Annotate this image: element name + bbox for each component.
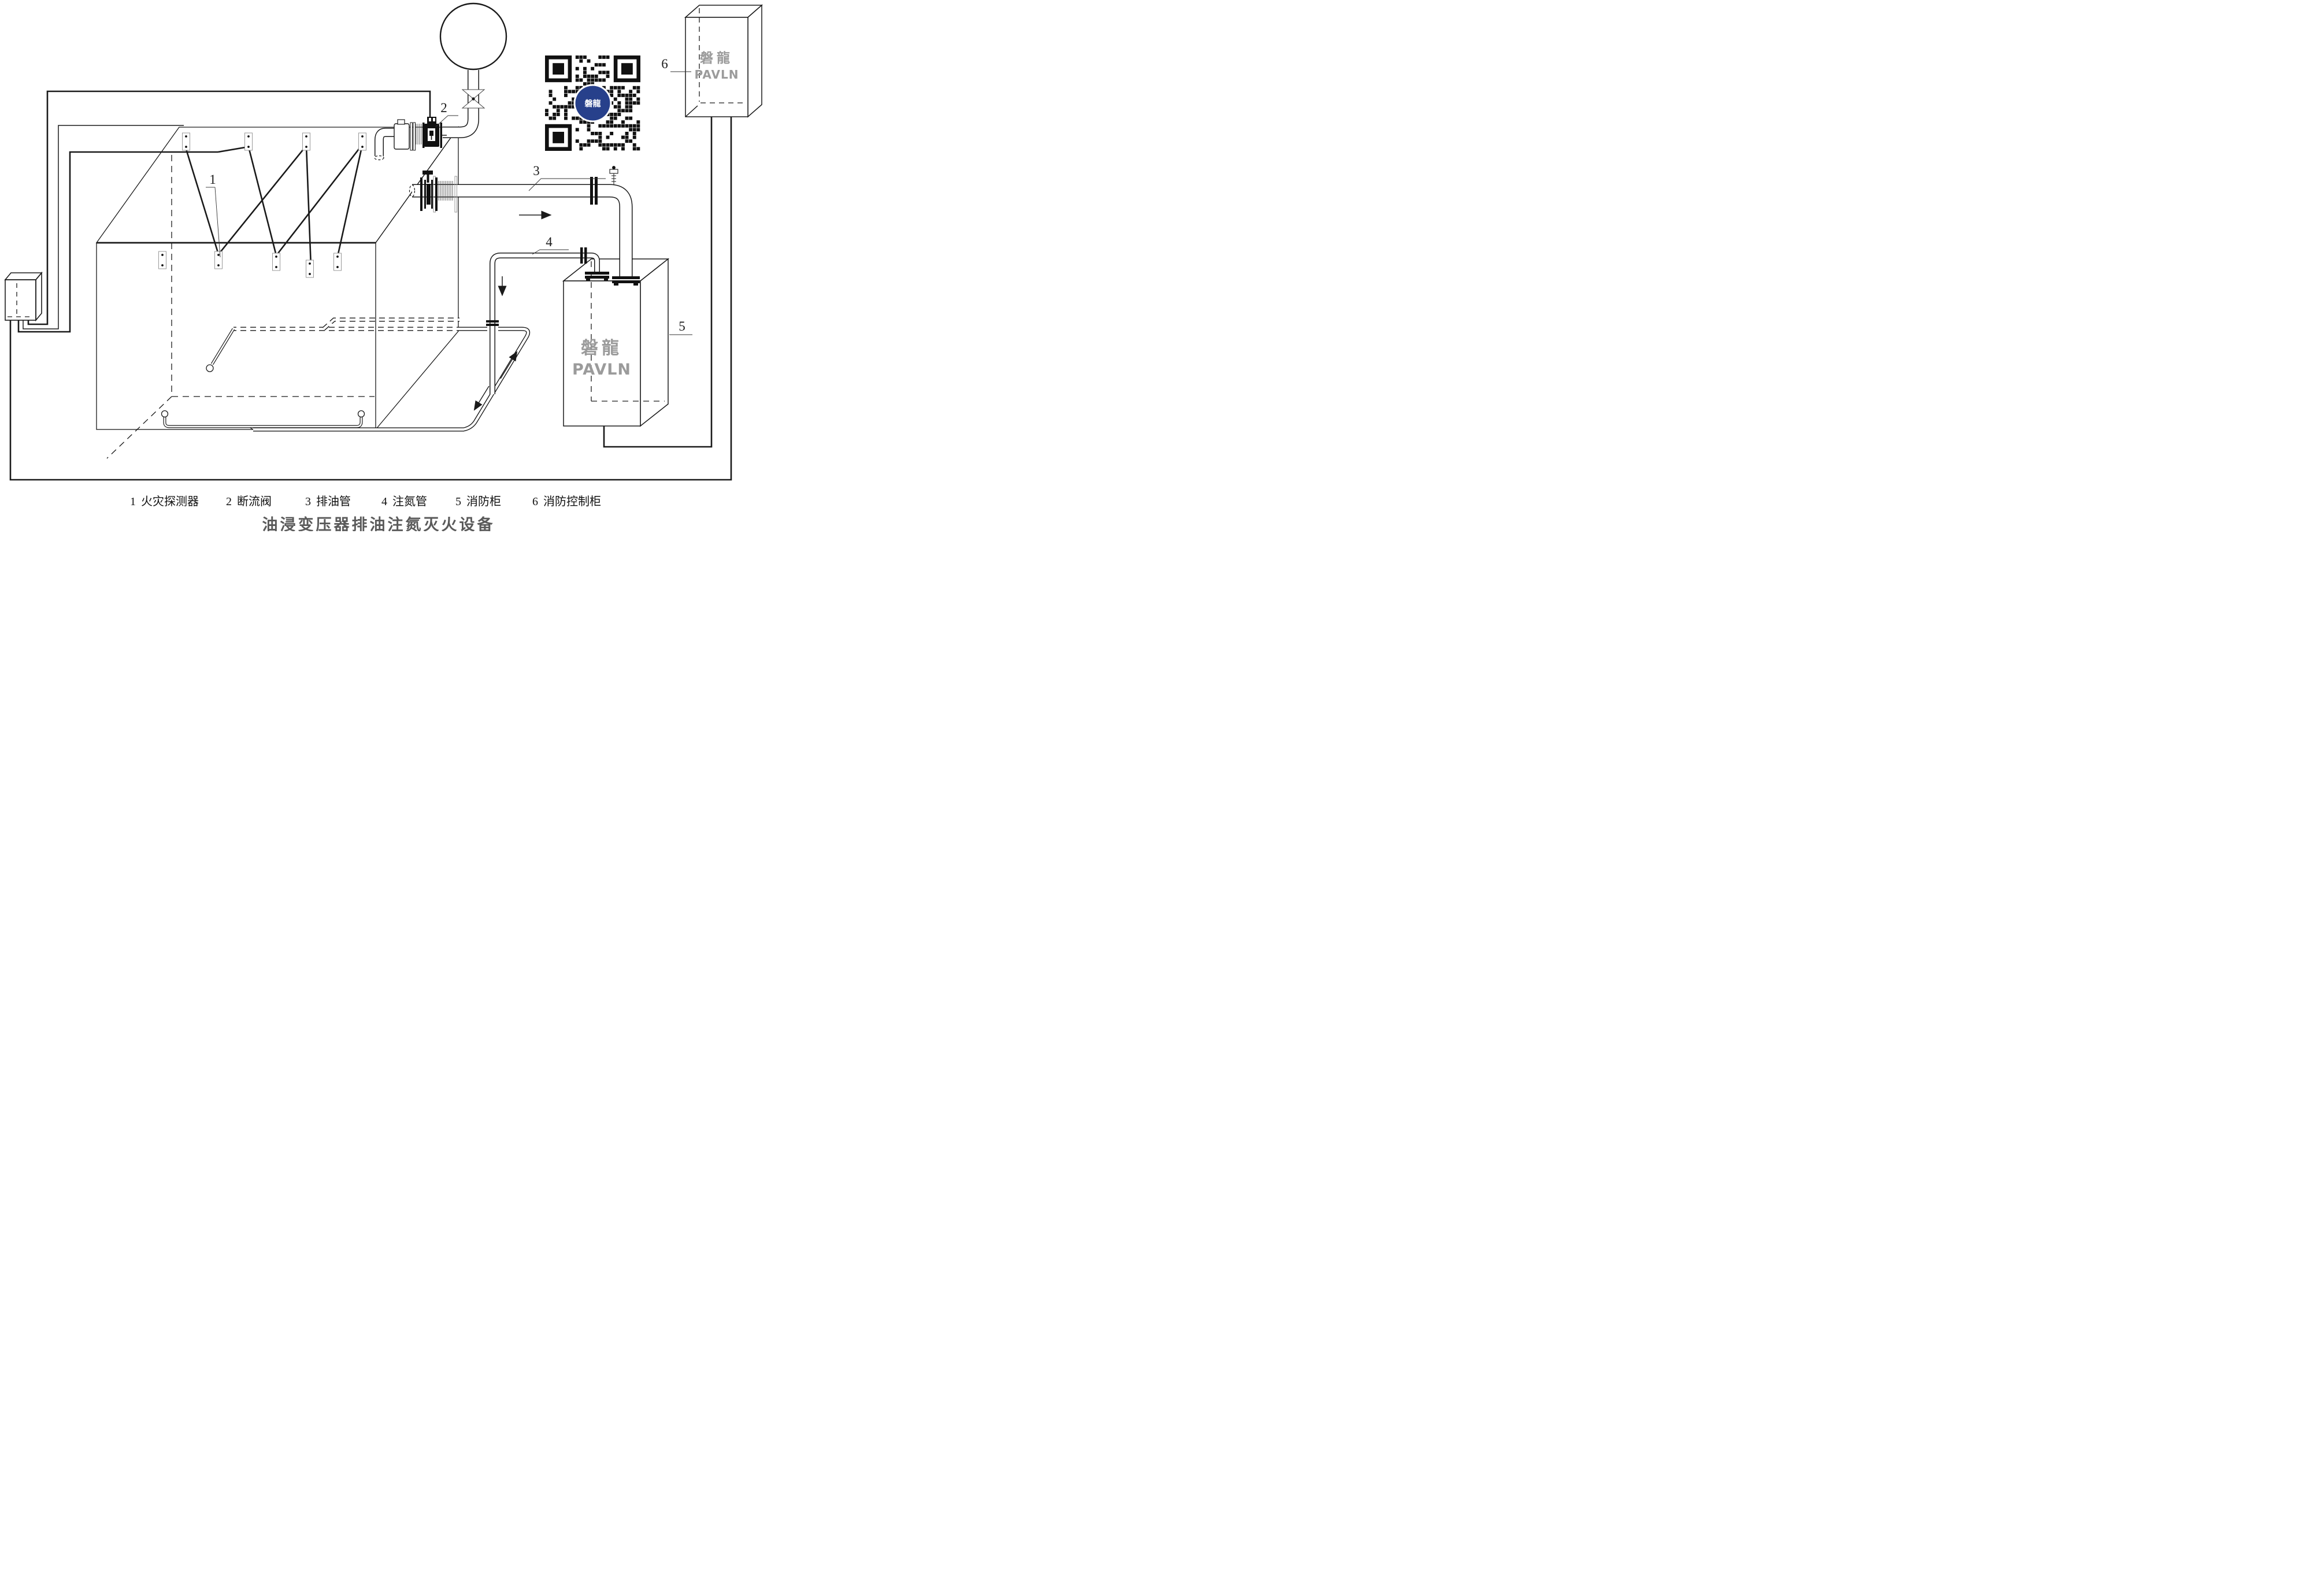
conservator-circle (439, 2, 507, 71)
pipe-opening-icon (409, 184, 416, 197)
control-cabinet-logo-hanzi: 磐龍 (700, 50, 733, 66)
callout-1: 1 (209, 172, 216, 187)
flange-icon (584, 247, 587, 264)
fire-cabinet-logo-latin: PAVLN (572, 361, 631, 379)
fire-detectors (158, 132, 366, 278)
flow-arrow-up-icon (500, 351, 518, 379)
drawing-sheet: 磐龍 PAVLN 磐龍 PAVLN (0, 0, 774, 531)
junction-box (4, 271, 43, 322)
fire-detector-cable (185, 144, 364, 268)
pipe-opening-icon (374, 155, 384, 161)
transformer-tank (95, 125, 459, 459)
flange-icon (590, 177, 593, 205)
flange-icon (580, 247, 583, 264)
diagram-canvas: 磐龍 PAVLN 磐龍 PAVLN (4, 2, 763, 481)
cable-to-detectors-1 (23, 125, 184, 329)
shutoff-valve-icon (422, 117, 447, 148)
fire-cabinet-logo-hanzi: 磐龍 (581, 338, 622, 358)
conservator-tank (439, 2, 507, 138)
callout-4: 4 (546, 235, 553, 249)
cable-to-control-cabinet (9, 117, 732, 481)
valve-body (394, 123, 410, 150)
flange-icon (486, 324, 499, 326)
cable-to-valve (27, 90, 431, 325)
qr-code: 磐龍 (542, 52, 644, 155)
spray-nozzle-icon (206, 364, 214, 372)
callout-6: 6 (661, 57, 668, 71)
cable-to-detectors-2 (17, 151, 218, 333)
ground-pipe-loop (161, 317, 531, 432)
drain-valve-icon (420, 171, 438, 211)
qr-badge-text: 磐龍 (584, 99, 601, 109)
vent-valve-icon (609, 166, 618, 184)
cable-cabinet-link (603, 117, 713, 448)
bellows-icon (438, 181, 453, 201)
spray-nozzle-icon (161, 410, 169, 418)
flange-icon (486, 320, 499, 323)
control-cables (9, 90, 732, 481)
flange-icon (595, 177, 598, 205)
tank-hidden-edges (106, 155, 375, 459)
control-cabinet: 磐龍 PAVLN (684, 4, 763, 118)
qr-code-cells (545, 55, 640, 151)
callout-5: 5 (679, 319, 685, 334)
flow-arrow-down-icon (473, 386, 490, 411)
flange-icon (612, 276, 640, 286)
diagram-title: 油浸变压器排油注氮灭火设备 (262, 516, 495, 531)
callout-2: 2 (440, 101, 447, 115)
riser-valve-icon (461, 89, 485, 109)
flange-icon (585, 272, 609, 281)
spray-nozzle-icon (357, 410, 365, 418)
shutoff-valve-assembly (374, 117, 447, 161)
callout-3: 3 (533, 164, 540, 178)
control-cabinet-logo-latin: PAVLN (695, 68, 739, 81)
fire-cabinet: 磐龍 PAVLN (562, 258, 670, 427)
callout-labels: 1 2 3 4 5 6 (206, 57, 692, 335)
tank-right-face (375, 125, 459, 430)
oil-drain-pipe (409, 166, 640, 286)
nitrogen-pipe (486, 247, 609, 394)
qr-badge (575, 86, 610, 121)
